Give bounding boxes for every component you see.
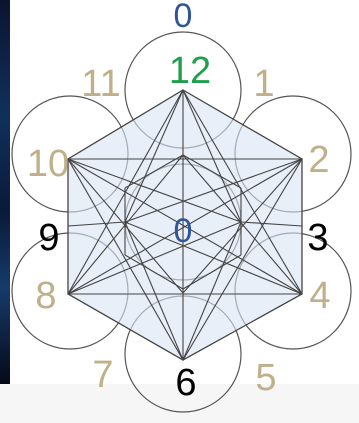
label-4: 4 — [309, 275, 330, 317]
label-2: 2 — [308, 139, 329, 181]
label-11: 11 — [81, 63, 120, 105]
label-9: 9 — [38, 217, 59, 259]
label-7: 7 — [92, 354, 113, 396]
label-6: 6 — [175, 362, 196, 404]
label-top-zero: 0 — [174, 0, 193, 35]
label-1: 1 — [253, 63, 274, 105]
label-12: 12 — [169, 50, 211, 92]
label-center-zero: 0 — [174, 212, 193, 250]
label-3: 3 — [307, 217, 328, 259]
label-10: 10 — [27, 143, 69, 185]
label-8: 8 — [35, 275, 56, 317]
label-5: 5 — [255, 357, 276, 399]
